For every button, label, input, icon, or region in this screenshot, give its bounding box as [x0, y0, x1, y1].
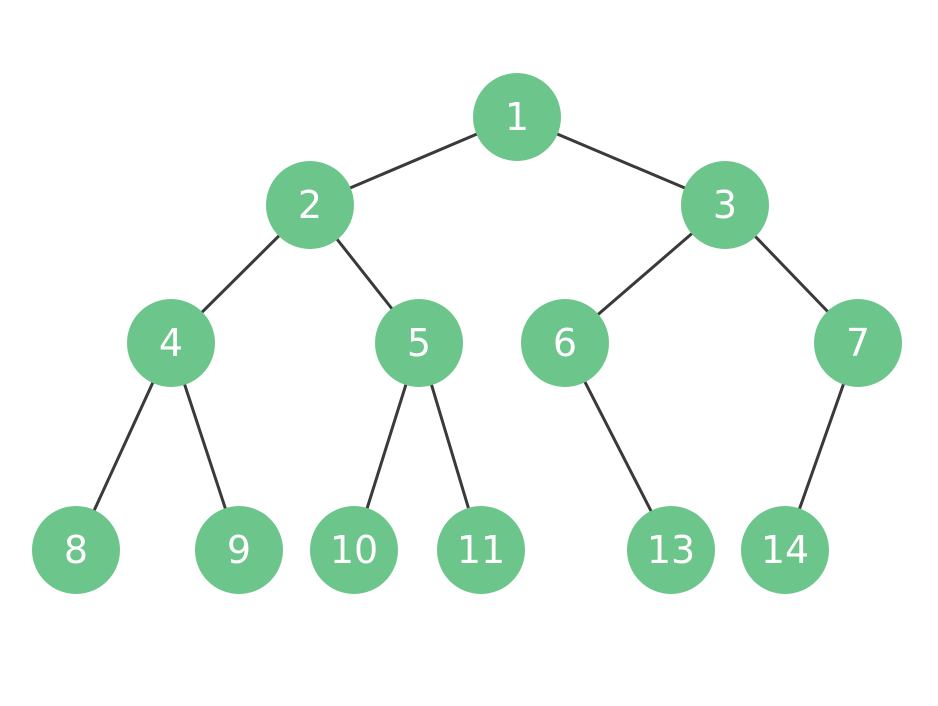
node-label: 5: [407, 321, 431, 365]
node-circle: [473, 73, 561, 161]
tree-node-9: 9: [195, 506, 283, 594]
node-label: 11: [457, 528, 505, 572]
tree-node-14: 14: [741, 506, 829, 594]
tree-node-13: 13: [627, 506, 715, 594]
tree-node-8: 8: [32, 506, 120, 594]
node-circle: [127, 299, 215, 387]
node-label: 9: [227, 528, 251, 572]
node-circle: [437, 506, 525, 594]
node-circle: [681, 161, 769, 249]
node-label: 2: [298, 183, 322, 227]
node-label: 3: [713, 183, 737, 227]
tree-node-1: 1: [473, 73, 561, 161]
tree-node-2: 2: [266, 161, 354, 249]
node-label: 14: [761, 528, 809, 572]
tree-node-10: 10: [310, 506, 398, 594]
node-label: 6: [553, 321, 577, 365]
node-circle: [627, 506, 715, 594]
tree-node-6: 6: [521, 299, 609, 387]
node-label: 10: [330, 528, 378, 572]
tree-node-3: 3: [681, 161, 769, 249]
nodes-layer: 1 2 3 4 5 6 7 8 9 10 11 13 14: [32, 73, 902, 594]
node-circle: [814, 299, 902, 387]
node-circle: [521, 299, 609, 387]
node-circle: [32, 506, 120, 594]
node-circle: [310, 506, 398, 594]
tree-node-4: 4: [127, 299, 215, 387]
node-circle: [741, 506, 829, 594]
tree-node-5: 5: [375, 299, 463, 387]
node-circle: [375, 299, 463, 387]
node-label: 7: [846, 321, 870, 365]
tree-node-7: 7: [814, 299, 902, 387]
node-circle: [195, 506, 283, 594]
node-label: 4: [159, 321, 183, 365]
node-label: 8: [64, 528, 88, 572]
tree-node-11: 11: [437, 506, 525, 594]
node-label: 1: [505, 95, 529, 139]
node-circle: [266, 161, 354, 249]
node-label: 13: [647, 528, 695, 572]
